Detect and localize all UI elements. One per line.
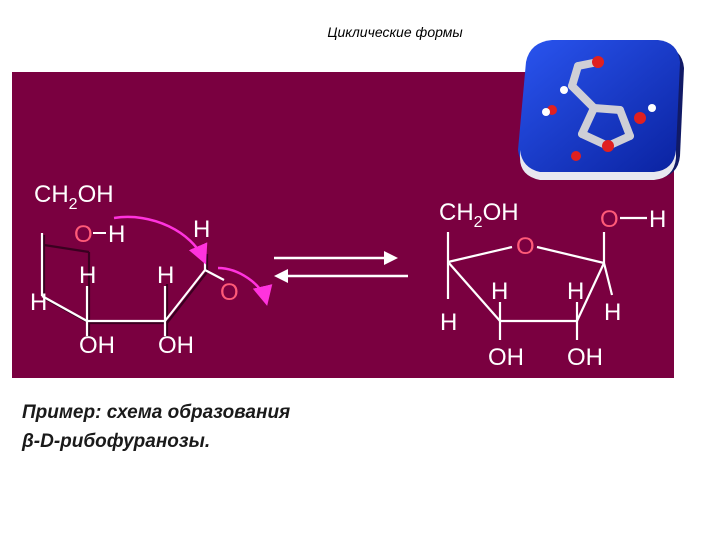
o-atom-label: O [74,221,93,248]
carbonyl-bond [204,269,225,281]
c3-h-label: H [79,262,96,289]
c4-h-label: H [440,309,457,336]
electron-shift-arrow-1 [113,215,208,265]
electron-shift-arrow-2 [217,266,273,306]
c2-oh-label: OH [567,344,603,371]
c1-h-label: H [649,206,666,233]
bond [536,245,605,265]
c3-h-label: H [491,278,508,305]
c1-o-label: O [600,206,619,233]
c1-lower-h-label: H [604,299,621,326]
c2-h-label: H [567,278,584,305]
bond [602,262,614,296]
ch2oh-label: CH2OH [34,181,114,213]
left-h-label: H [30,289,47,316]
c3-oh-label: OH [488,344,524,371]
ch2oh-label: CH2OH [439,199,519,231]
open-chain-structure: CH2OH O H H O H H H OH OH [30,181,273,359]
equilibrium-arrows-icon [274,251,408,283]
c1-h-label: H [193,216,210,243]
c3-oh-label: OH [79,332,115,359]
caption: Пример: схема образования β-D-рибофурано… [22,398,290,456]
c2-oh-label: OH [158,332,194,359]
page-title: Циклические формы [327,24,463,40]
bond [447,245,513,264]
carbonyl-o-label: O [220,279,239,306]
c2-h-label: H [157,262,174,289]
caption-line-1: Пример: схема образования [22,402,291,423]
furanose-structure: CH2OH O O H H H H H OH OH [439,199,666,371]
bond [447,261,501,322]
open-chain-bonds [40,233,225,338]
bond [41,295,88,322]
h-atom-label: H [108,221,125,248]
bond [164,269,206,322]
caption-line-2: β-D-рибофуранозы. [22,431,211,452]
furanose-bonds [446,216,647,340]
ribose-3d-model-icon [518,40,684,180]
bond [576,262,605,322]
ring-o-label: O [516,233,535,260]
